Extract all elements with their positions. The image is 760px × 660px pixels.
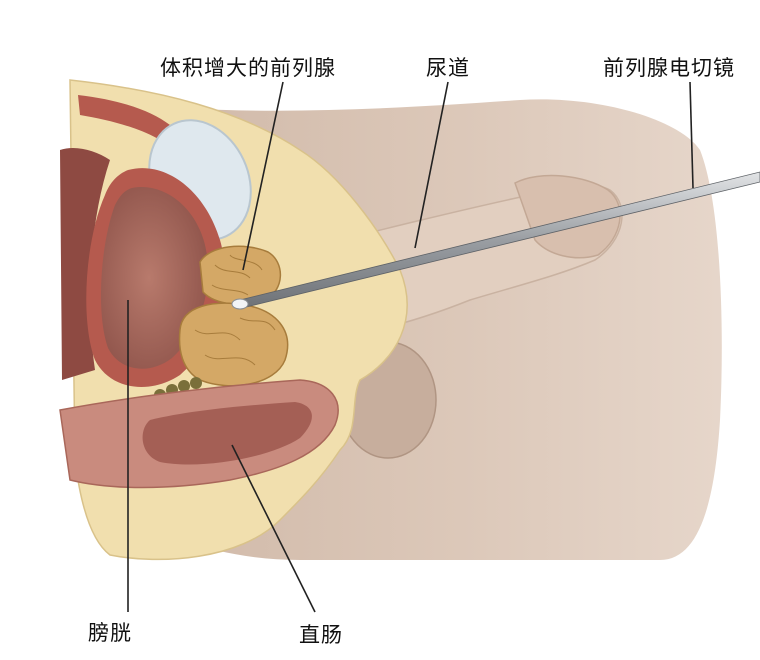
abdominal-muscle [78,95,170,140]
resectoscope-tip [231,298,249,310]
leader-resectoscope [689,81,694,189]
leader-urethra [414,81,449,249]
rectum-lumen [142,402,312,465]
label-bladder: 膀胱 [88,621,132,645]
leader-lines [127,81,694,613]
label-rectum: 直肠 [299,623,343,647]
label-resectoscope: 前列腺电切镜 [603,56,735,80]
label-urethra: 尿道 [426,56,470,80]
label-enlarged-prostate: 体积增大的前列腺 [160,56,336,80]
prostate-lower-lobe [178,302,289,387]
leader-enlarged-prostate [242,81,284,271]
glans [514,174,621,259]
leader-rectum [231,444,316,613]
posterior-wall [60,148,110,380]
